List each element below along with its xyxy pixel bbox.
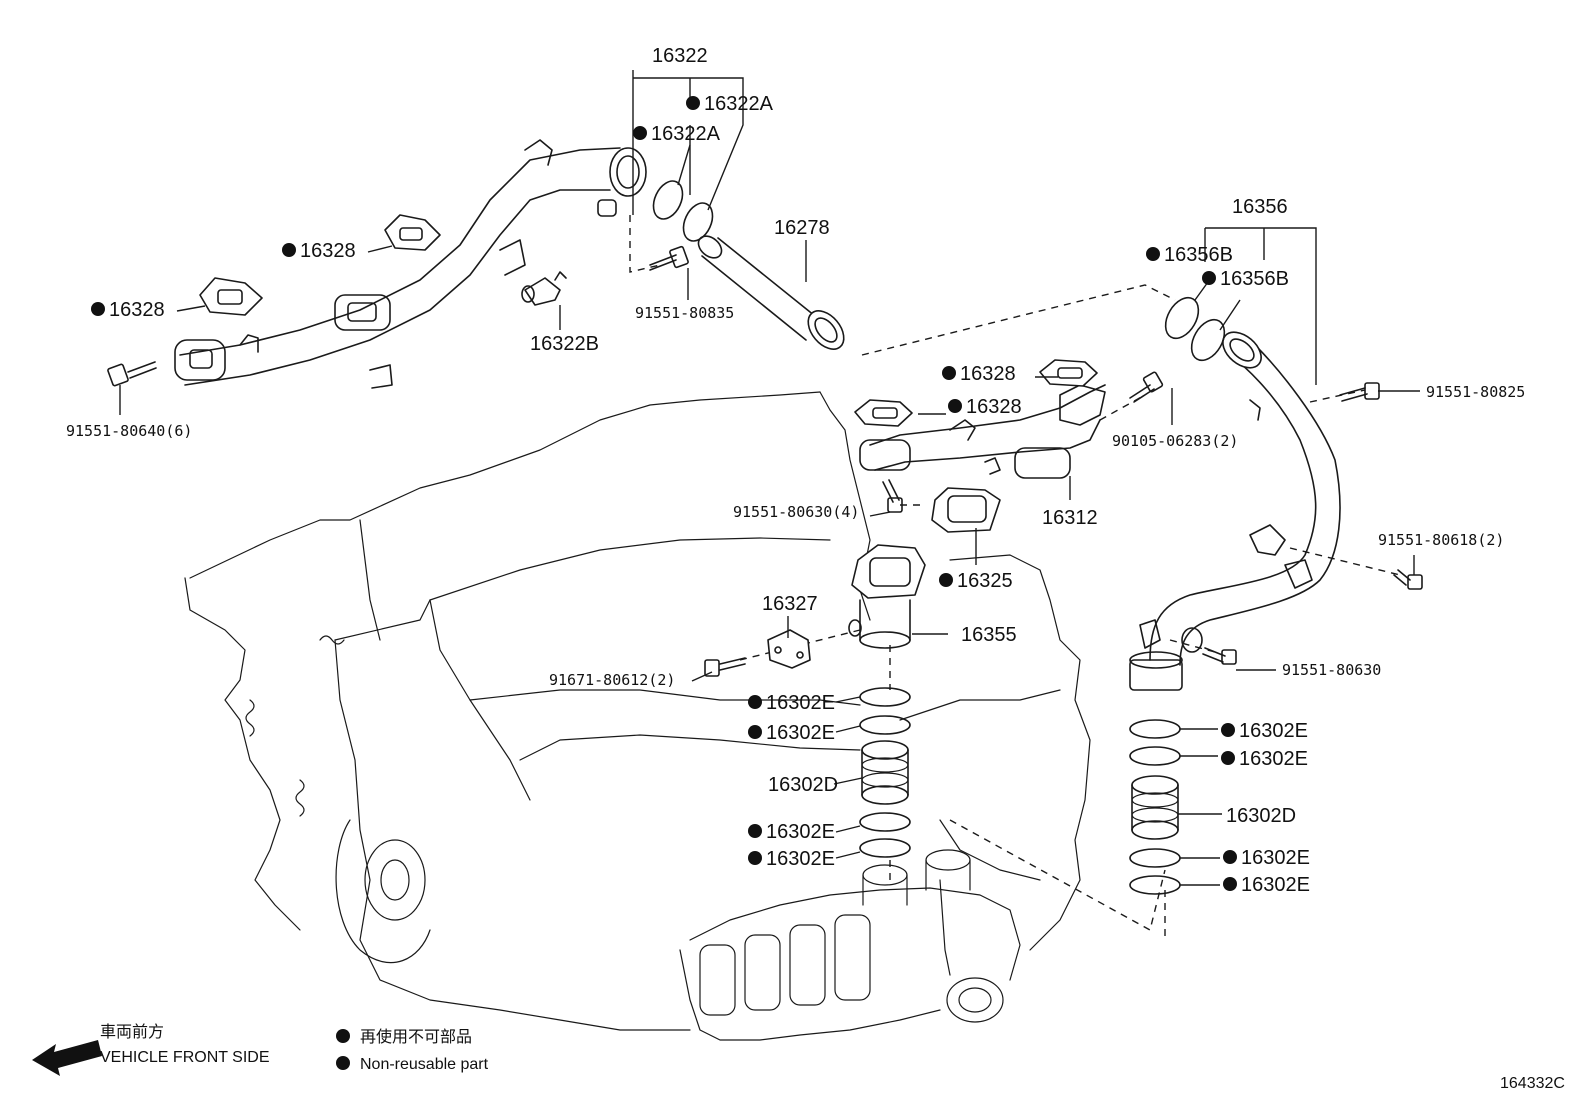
- label-90105-06283: 90105-06283(2): [1112, 432, 1238, 450]
- gasket-16328-center-drawing: [854, 359, 1098, 427]
- label-16302E-R4: 16302E: [1241, 874, 1310, 896]
- label-91551-80835: 91551-80835: [635, 304, 734, 322]
- bolt-91551-80835-drawing: [649, 245, 689, 271]
- front-side-en: VEHICLE FRONT SIDE: [100, 1049, 270, 1066]
- non-reusable-marker-icon: [1221, 723, 1235, 737]
- pipe-16322-drawing: [174, 139, 647, 389]
- label-16302E-R1: 16302E: [1239, 720, 1308, 742]
- non-reusable-en: Non-reusable part: [360, 1056, 489, 1073]
- label-16327: 16327: [762, 593, 818, 615]
- bolt-91671-80612-drawing: [704, 657, 746, 677]
- manifold-16312-drawing: [859, 384, 1106, 479]
- non-reusable-marker-icon: [282, 243, 296, 257]
- label-16328-1: 16328: [300, 240, 356, 262]
- non-reusable-marker-icon: [1223, 877, 1237, 891]
- bolt-91551-80630-4-drawing: [882, 479, 903, 513]
- non-reusable-marker-icon: [748, 695, 762, 709]
- hose-16278-drawing: [697, 235, 845, 350]
- part-labels: 16322 16322A 16322A 16278 16328 16328 16…: [66, 45, 1525, 896]
- label-16322A-2: 16322A: [651, 123, 721, 145]
- label-91551-80825: 91551-80825: [1426, 383, 1525, 401]
- front-side-jp: 車両前方: [100, 1023, 164, 1041]
- non-reusable-marker-icon: [942, 366, 956, 380]
- label-16278: 16278: [774, 217, 830, 239]
- diagram-id: 164332C: [1500, 1075, 1565, 1092]
- non-reusable-marker-icon: [748, 725, 762, 739]
- non-reusable-jp: 再使用不可部品: [360, 1028, 472, 1046]
- fitting-16355-drawing: [848, 544, 926, 649]
- label-91671-80612: 91671-80612(2): [549, 671, 675, 689]
- legend: 車両前方 VEHICLE FRONT SIDE 再使用不可部品 Non-reus…: [32, 1023, 1565, 1092]
- pipe-16356-drawing: [1129, 331, 1341, 691]
- sensor-16322B-drawing: [521, 271, 567, 306]
- gasket-16325-drawing: [931, 487, 1001, 533]
- label-16328-3: 16328: [960, 363, 1016, 385]
- bolt-91551-80640-drawing: [107, 361, 157, 387]
- label-91551-80618: 91551-80618(2): [1378, 531, 1504, 549]
- label-16302E-L2: 16302E: [766, 722, 835, 744]
- non-reusable-marker-icon: [91, 302, 105, 316]
- label-16325: 16325: [957, 570, 1013, 592]
- label-16356: 16356: [1232, 196, 1288, 218]
- bolt-91551-80825-drawing: [1339, 382, 1380, 402]
- label-16302E-L3: 16302E: [766, 821, 835, 843]
- non-reusable-marker-icon: [1223, 850, 1237, 864]
- label-16356B-2: 16356B: [1220, 268, 1289, 290]
- non-reusable-marker-icon: [686, 96, 700, 110]
- engine-block-drawing: [184, 391, 1091, 1041]
- label-16322B: 16322B: [530, 333, 599, 355]
- o-rings-16322A-drawing: [652, 180, 714, 242]
- label-16322: 16322: [652, 45, 708, 67]
- bolt-90105-06283-drawing: [1129, 371, 1164, 403]
- non-reusable-marker-icon: [948, 399, 962, 413]
- non-reusable-marker-icon: [748, 851, 762, 865]
- label-91551-80630: 91551-80630: [1282, 661, 1381, 679]
- bracket-16327-drawing: [767, 629, 811, 669]
- label-16328-2: 16328: [109, 299, 165, 321]
- bolt-91551-80618-drawing: [1393, 569, 1423, 590]
- assembly-guide-lines: [629, 215, 1401, 940]
- filled-circle-icon: [336, 1029, 350, 1043]
- leader-lines: [119, 70, 1420, 886]
- label-16322A-1: 16322A: [704, 93, 774, 115]
- label-16302E-L4: 16302E: [766, 848, 835, 870]
- label-16312: 16312: [1042, 507, 1098, 529]
- right-seal-stack-drawing: [1129, 719, 1181, 895]
- bolt-91551-80630-drawing: [1202, 647, 1237, 665]
- label-16328-4: 16328: [966, 396, 1022, 418]
- label-16302D-L: 16302D: [768, 774, 838, 796]
- gasket-16328-left-drawing: [199, 214, 441, 316]
- label-91551-80630-4: 91551-80630(4): [733, 503, 859, 521]
- label-16356B-1: 16356B: [1164, 244, 1233, 266]
- label-91551-80640: 91551-80640(6): [66, 422, 192, 440]
- non-reusable-marker-icon: [939, 573, 953, 587]
- non-reusable-marker-icon: [1202, 271, 1216, 285]
- non-reusable-marker-icon: [633, 126, 647, 140]
- filled-circle-icon: [336, 1056, 350, 1070]
- left-seal-stack-drawing: [859, 687, 911, 858]
- non-reusable-marker-icon: [1146, 247, 1160, 261]
- label-16302E-R2: 16302E: [1239, 748, 1308, 770]
- arrow-left-icon: [32, 1040, 102, 1076]
- non-reusable-marker-icon: [748, 824, 762, 838]
- label-16302D-R: 16302D: [1226, 805, 1296, 827]
- label-16302E-L1: 16302E: [766, 692, 835, 714]
- non-reusable-marker-icon: [1221, 751, 1235, 765]
- label-16355: 16355: [961, 624, 1017, 646]
- label-16302E-R3: 16302E: [1241, 847, 1310, 869]
- o-rings-16356B-drawing: [1164, 296, 1226, 362]
